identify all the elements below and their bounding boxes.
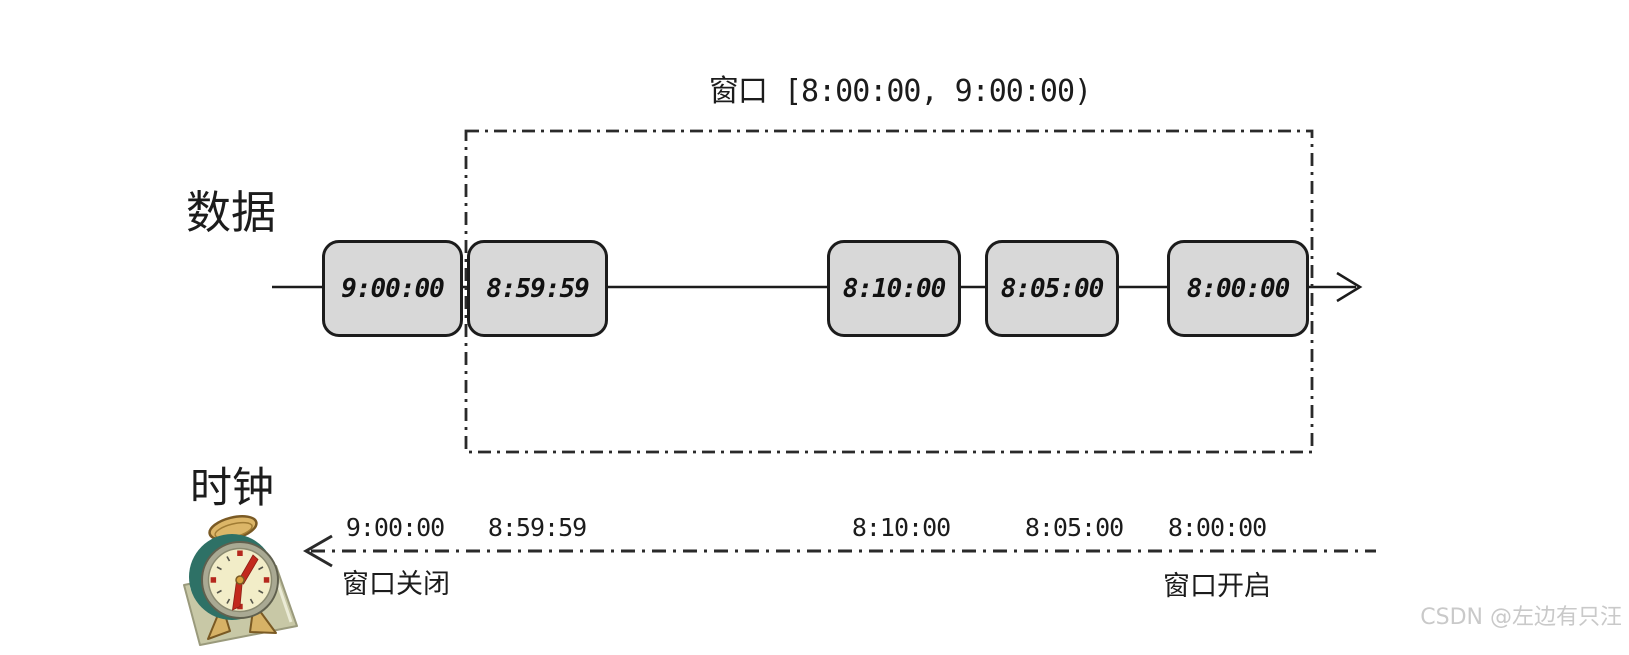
clock-tick-8-00-00: 8:00:00 (1167, 513, 1267, 542)
clock-row-label: 时钟 (190, 463, 275, 512)
event-box-8-10-00: 8:10:00 (827, 240, 961, 337)
window-open-label: 窗口开启 (1163, 571, 1271, 602)
event-box-8-05-00: 8:05:00 (985, 240, 1119, 337)
arrow-left-icon (302, 534, 333, 568)
event-box-8-00-00: 8:00:00 (1167, 240, 1309, 337)
clock-tick-9-00-00: 9:00:00 (345, 513, 445, 542)
clock-tick-8-05-00: 8:05:00 (1024, 513, 1124, 542)
data-row-label: 数据 (186, 186, 277, 239)
clock-tick-8-10-00: 8:10:00 (851, 513, 951, 542)
watermark: CSDN @左边有只汪 (1420, 605, 1622, 630)
event-box-8-59-59: 8:59:59 (467, 240, 608, 337)
arrow-right-icon (1336, 271, 1363, 303)
window-close-label: 窗口关闭 (342, 569, 450, 600)
alarm-clock-icon (183, 515, 298, 646)
window-title: 窗口 [8:00:00, 9:00:00) (708, 74, 1092, 109)
clock-center-pin (235, 575, 245, 585)
clock-tick-8-59-59: 8:59:59 (487, 513, 587, 542)
event-box-9-00-00: 9:00:00 (322, 240, 463, 337)
window-boundary-rect (464, 129, 1314, 454)
